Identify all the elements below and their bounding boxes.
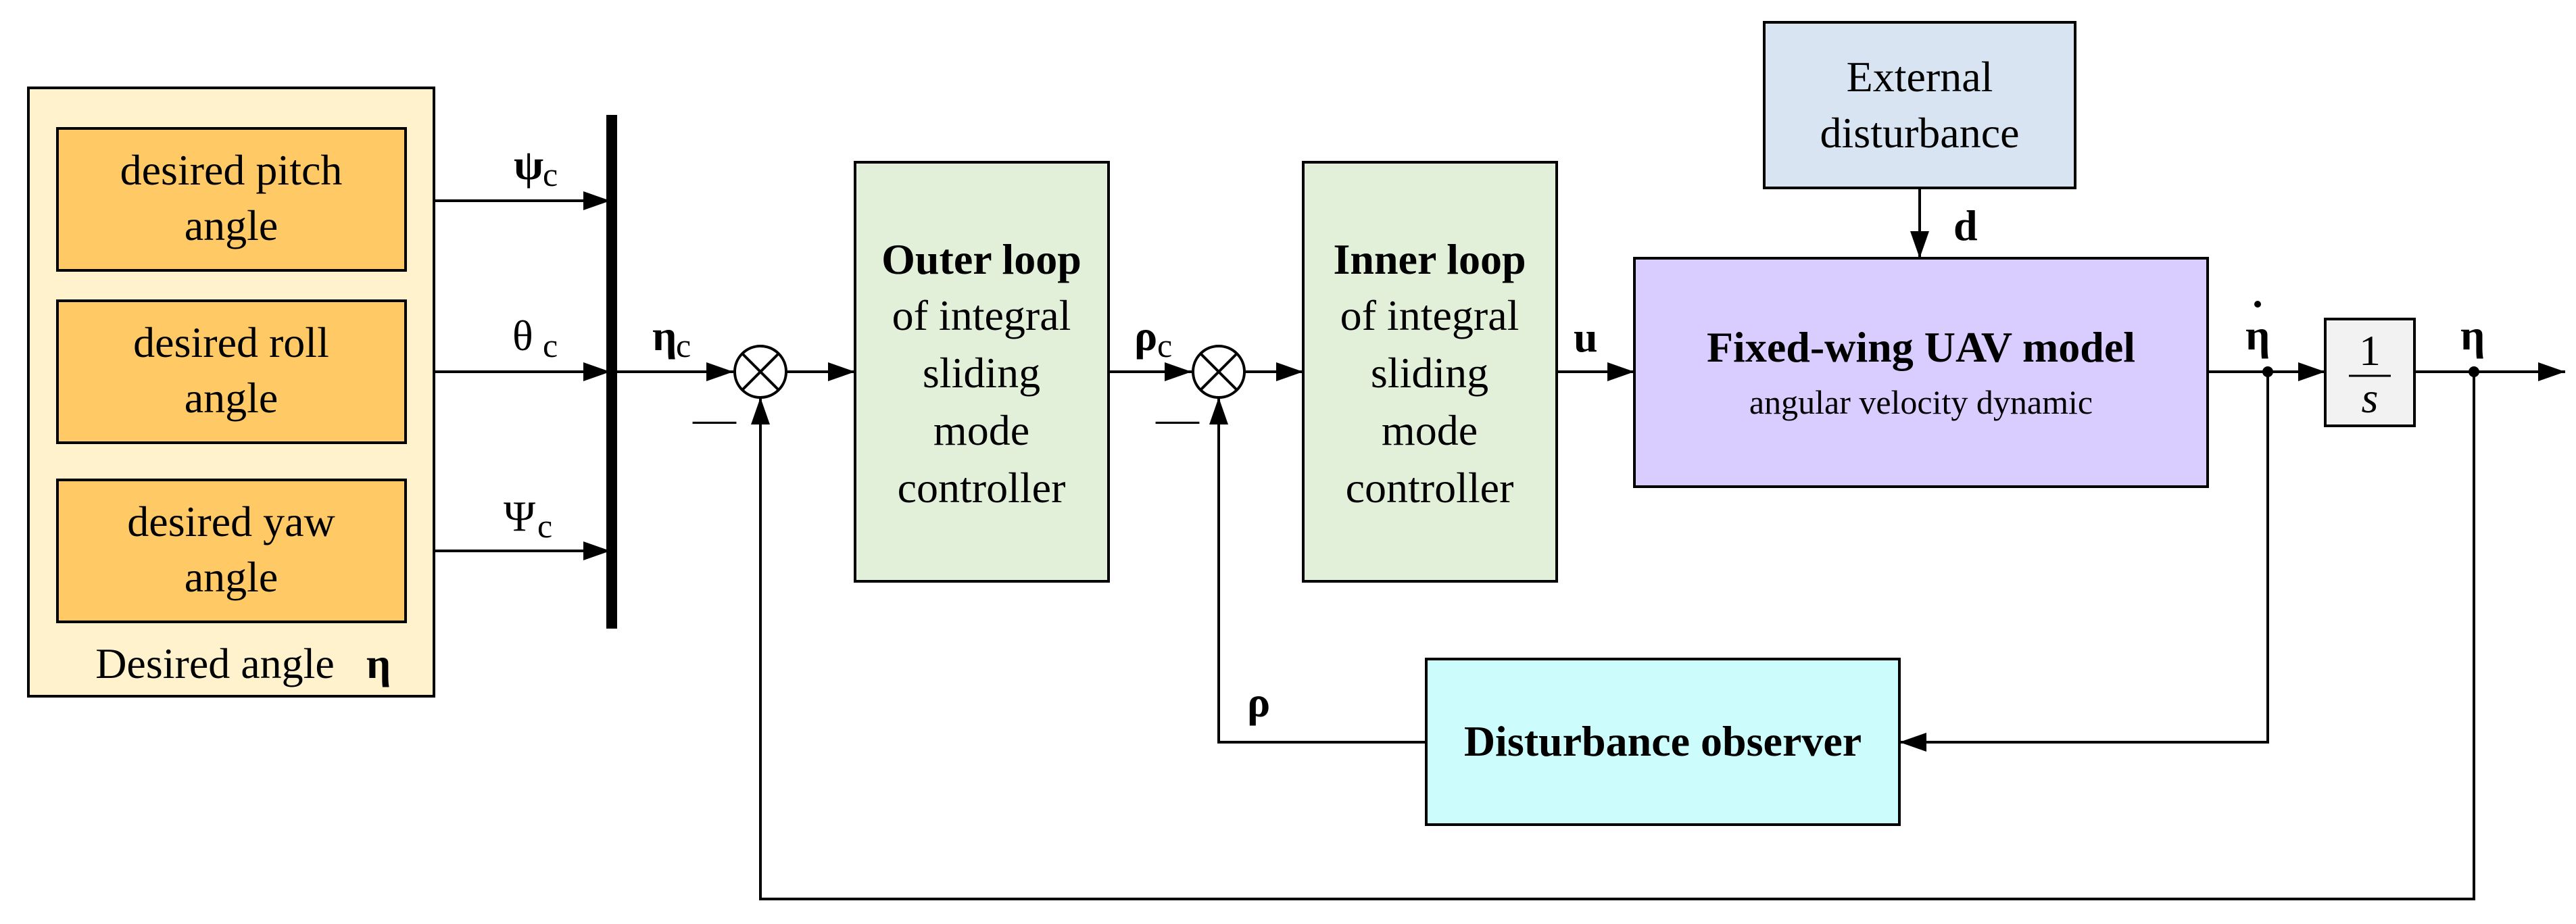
desired-angle-group: desired pitch angle desired roll angle d… [27,87,435,698]
external-disturbance-block: External disturbance [1763,21,2076,189]
inner-loop-line1: of integral [1340,291,1520,339]
desired-pitch-label-line1: desired pitch [120,146,343,194]
desired-pitch-block: desired pitch angle [56,127,407,272]
summing-junction-outer [733,345,787,399]
eta-dot-label: η [2245,311,2270,359]
rho-feedback-label: ρ [1247,678,1270,726]
desired-roll-label-line1: desired roll [133,318,329,366]
psi-c-label: ψ [514,141,543,189]
minus-sign-inner: — [1155,394,1200,442]
external-disturbance-line1: External [1847,53,1993,101]
desired-yaw-block: desired yaw angle [56,479,407,623]
eta-c-label: η [652,312,677,360]
summing-junction-inner [1192,345,1246,399]
desired-angle-caption: Desired angle [95,639,335,687]
inner-loop-line4: controller [1346,464,1514,512]
Psi-c-subscript: c [537,507,552,545]
inner-loop-line2: sliding [1371,349,1488,397]
psi-c-subscript: c [543,155,558,193]
outer-loop-line3: mode [933,406,1029,454]
integrator-numerator: 1 [2359,326,2381,374]
theta-c-subscript: c [543,326,558,364]
disturbance-observer-label: Disturbance observer [1464,717,1862,765]
outer-loop-line1: of integral [892,291,1071,339]
eta-c-subscript: c [676,326,691,364]
inner-loop-title: Inner loop [1333,235,1526,283]
outer-loop-controller-block: Outer loop of integral sliding mode cont… [854,161,1110,583]
eta-output-label: η [2460,311,2485,359]
desired-angle-eta-symbol: η [366,639,391,687]
disturbance-observer-block: Disturbance observer [1425,658,1901,826]
rho-feedback-line [1209,397,1426,744]
uav-model-subtitle: angular velocity dynamic [1749,383,2093,421]
eta-dot-dot [2254,301,2261,308]
theta-c-label: θ [512,312,533,360]
integrator-block: 1 s [2324,318,2416,427]
desired-roll-label-line2: angle [185,374,278,422]
external-disturbance-line2: disturbance [1820,109,2020,157]
desired-pitch-label-line2: angle [185,201,278,249]
d-label: d [1953,201,1978,249]
eta-feedback-line [751,372,2475,900]
rho-c-label: ρ [1134,312,1157,360]
eta-dot-to-observer-line [1899,372,2269,752]
integrator-denominator: s [2362,374,2379,422]
u-label: u [1574,313,1598,361]
inner-loop-controller-block: Inner loop of integral sliding mode cont… [1302,161,1558,583]
desired-yaw-label-line2: angle [185,553,278,601]
Psi-c-label: Ψ [504,492,536,540]
desired-roll-block: desired roll angle [56,299,407,444]
outer-loop-line2: sliding [923,349,1040,397]
inner-loop-line3: mode [1382,406,1478,454]
uav-model-title: Fixed-wing UAV model [1707,323,2135,371]
rho-c-subscript: c [1157,326,1172,364]
uav-model-block: Fixed-wing UAV model angular velocity dy… [1633,257,2209,488]
mux-bar [606,115,617,629]
minus-sign-outer: — [692,394,737,442]
outer-loop-line4: controller [898,464,1066,512]
desired-yaw-label-line1: desired yaw [127,497,335,545]
outer-loop-title: Outer loop [881,235,1082,283]
